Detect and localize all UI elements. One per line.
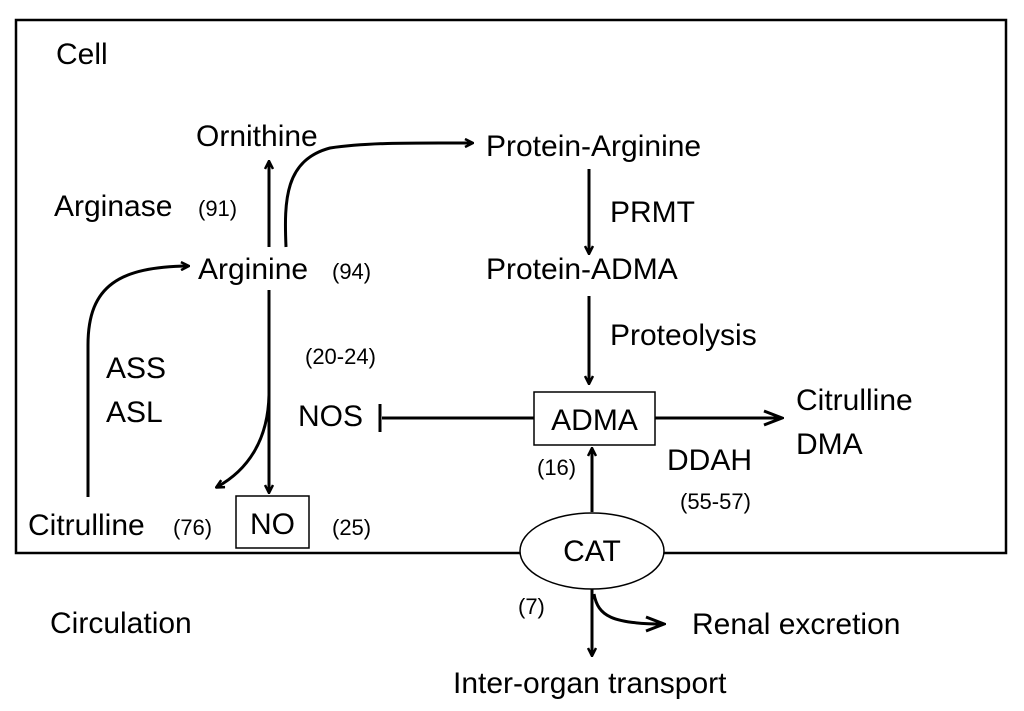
inter-organ-transport-label: Inter-organ transport bbox=[453, 667, 727, 700]
renal-excretion-label: Renal excretion bbox=[692, 608, 900, 641]
no-label: NO bbox=[250, 508, 295, 541]
citrulline-dma-label-1: Citrulline bbox=[796, 384, 913, 417]
nos-ref: (20-24) bbox=[305, 344, 376, 369]
arginine-to-protein-arrow bbox=[283, 143, 472, 248]
no-box bbox=[235, 495, 310, 549]
proteolysis-label: Proteolysis bbox=[610, 319, 757, 352]
arginine-label: Arginine bbox=[198, 253, 308, 286]
adma-label: ADMA bbox=[551, 404, 638, 437]
protein-adma-label: Protein-ADMA bbox=[486, 253, 678, 286]
protein-arginine-label: Protein-Arginine bbox=[486, 130, 701, 163]
nos-citrulline-arrow bbox=[217, 394, 271, 487]
citrulline-ref: (76) bbox=[173, 515, 212, 540]
arginine-ref: (94) bbox=[332, 259, 371, 284]
cell-label: Cell bbox=[56, 38, 108, 71]
nos-label: NOS bbox=[298, 400, 363, 433]
ddah-ref: (55-57) bbox=[680, 489, 751, 514]
arginase-ref: (91) bbox=[198, 196, 237, 221]
cell-boundary bbox=[14, 18, 1008, 555]
ass-asl-arrow bbox=[86, 266, 188, 497]
citrulline-dma-label-2: DMA bbox=[796, 428, 863, 461]
citrulline-label: Citrulline bbox=[28, 509, 145, 542]
renal-excretion-arrow bbox=[592, 593, 664, 624]
no-ref: (25) bbox=[332, 515, 371, 540]
ornithine-label: Ornithine bbox=[196, 120, 318, 153]
cat-adma-ref: (16) bbox=[537, 455, 576, 480]
arginase-label: Arginase bbox=[54, 190, 172, 223]
ddah-label: DDAH bbox=[667, 444, 752, 477]
circulation-label: Circulation bbox=[50, 607, 192, 640]
cat-label: CAT bbox=[563, 535, 621, 568]
ass-label: ASS bbox=[106, 352, 166, 385]
asl-label: ASL bbox=[106, 396, 163, 429]
prmt-label: PRMT bbox=[610, 196, 695, 229]
cat-out-ref: (7) bbox=[518, 594, 545, 619]
